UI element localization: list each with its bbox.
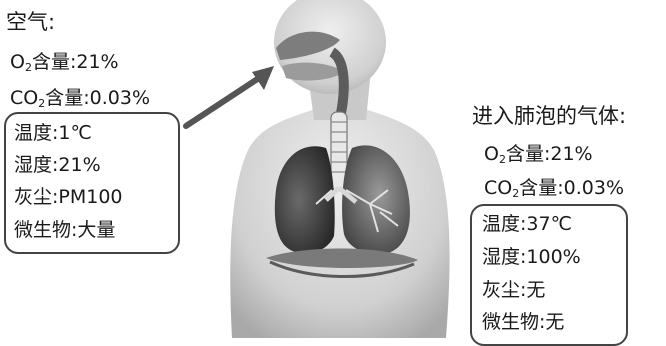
air-co2-label: 含量: — [45, 87, 89, 109]
alveoli-co2-prefix: CO — [484, 177, 512, 199]
air-humidity: 湿度:21% — [14, 153, 101, 177]
alveoli-o2-line: O2含量:21% — [484, 142, 593, 172]
air-title: 空气: — [6, 10, 55, 34]
alveoli-o2-sub: 2 — [499, 153, 506, 166]
alveoli-o2-prefix: O — [484, 143, 499, 165]
air-co2-prefix: CO — [10, 87, 38, 109]
alveoli-co2-value: 0.03% — [564, 177, 624, 199]
air-o2-label: 含量: — [32, 51, 76, 73]
alveoli-o2-label: 含量: — [506, 143, 550, 165]
air-o2-value: 21% — [76, 51, 118, 73]
alveoli-humidity: 湿度:100% — [482, 245, 581, 269]
alveoli-o2-value: 21% — [550, 143, 592, 165]
alveoli-co2-line: CO2含量:0.03% — [484, 176, 624, 206]
air-o2-sub: 2 — [25, 61, 32, 74]
alveoli-dust: 灰尘:无 — [482, 278, 545, 302]
alveoli-title: 进入肺泡的气体: — [472, 104, 626, 128]
air-microbes: 微生物:大量 — [14, 218, 115, 242]
air-o2-prefix: O — [10, 51, 25, 73]
air-co2-value: 0.03% — [90, 87, 150, 109]
alveoli-temperature: 温度:37℃ — [482, 212, 572, 236]
airflow-arrow — [186, 76, 262, 126]
air-o2-line: O2含量:21% — [10, 50, 119, 80]
air-dust: 灰尘:PM100 — [14, 185, 123, 209]
alveoli-microbes: 微生物:无 — [482, 310, 564, 334]
alveoli-co2-label: 含量: — [519, 177, 563, 199]
air-temperature: 温度:1℃ — [14, 121, 92, 145]
